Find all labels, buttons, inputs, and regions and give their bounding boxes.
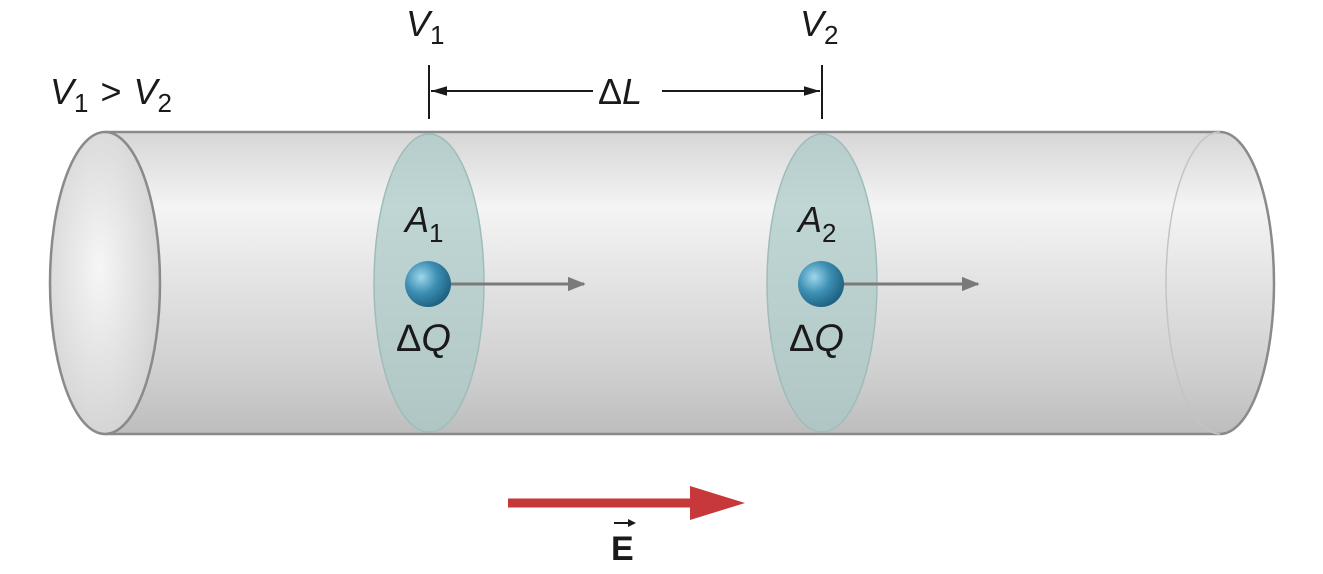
svg-text:E: E [611,530,634,568]
charge-2 [798,261,844,307]
field-label: E [611,519,636,568]
potential-condition-label: V1>V2 [50,71,172,118]
a2-label: A2 [796,199,836,248]
charge-1 [405,261,451,307]
v2-label: V2 [800,3,838,50]
left-end-face [48,130,162,436]
delta-l-label: ΔL [598,71,642,112]
a1-label: A1 [403,199,443,248]
conductor-cylinder [48,130,1276,436]
delta-q-label-2: ΔQ [789,318,844,360]
electric-field-arrow [508,486,745,520]
v1-label: V1 [406,3,444,50]
delta-q-label-1: ΔQ [396,318,451,360]
